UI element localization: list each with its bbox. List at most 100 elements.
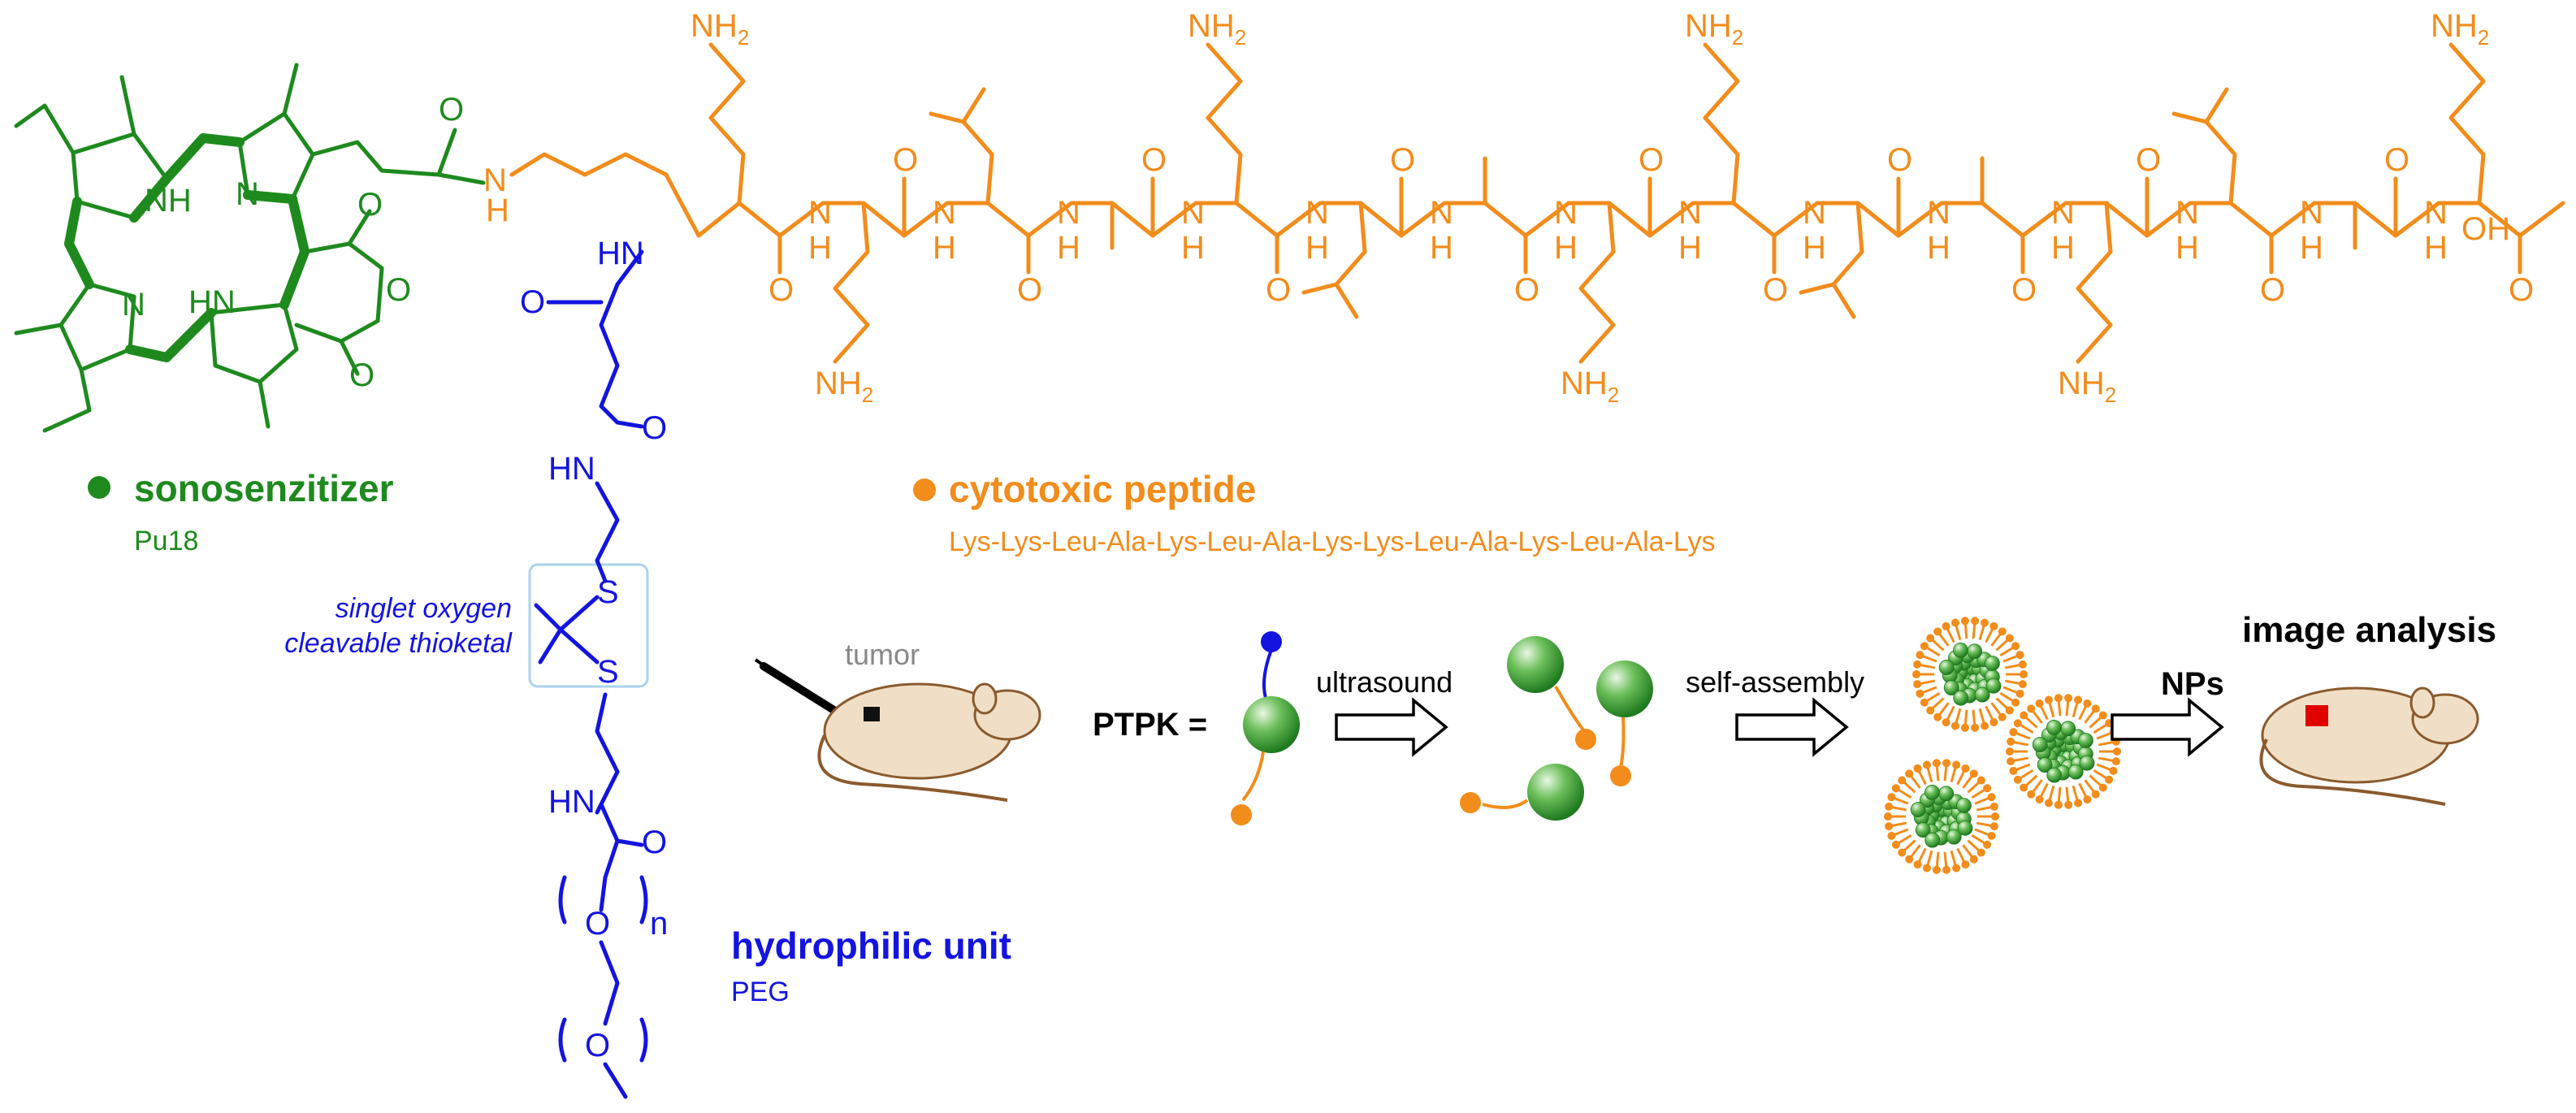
fragment-bead-1 [1575, 729, 1596, 750]
sidechain-lys [708, 42, 746, 206]
corona-bead [1969, 855, 1978, 864]
atom-s-2: S [597, 654, 619, 690]
backbone-h: H [1554, 230, 1578, 266]
corona-strand [2093, 724, 2107, 734]
corona-bead [1952, 760, 1961, 769]
atom-n-ring-b: N [236, 176, 259, 212]
peg-terminal-methyl [603, 1062, 628, 1099]
core-sphere [1938, 660, 1955, 675]
corona-strand [1943, 766, 1948, 782]
corona-strand [2065, 786, 2070, 802]
corona-strand [1995, 697, 2008, 709]
backbone-n: N [2176, 195, 2199, 231]
peg-chain [599, 875, 620, 1026]
peg-bead [1261, 631, 1282, 652]
corona-strand [1926, 691, 1941, 702]
corona-bead [1913, 764, 1922, 773]
core-sphere [2060, 721, 2076, 737]
core-sphere [2067, 764, 2084, 780]
core-sphere [1953, 643, 1968, 658]
backbone-n: N [933, 195, 956, 231]
corona-strand [1946, 705, 1955, 721]
image-analysis-label: image analysis [2242, 610, 2496, 650]
core-sphere [1910, 802, 1926, 817]
corona-bead [2064, 694, 2073, 703]
corona-strand [1950, 767, 1957, 783]
core-sphere [1967, 643, 1983, 660]
carbonyl-top [347, 209, 372, 246]
nanoparticle [1912, 617, 2028, 732]
corona-bead [1961, 860, 1970, 869]
atom-hn-ring-c: HN [188, 284, 236, 320]
corona-strand [1926, 647, 1941, 657]
backbone-h: H [2300, 230, 2323, 266]
corona-bead [1891, 840, 1900, 849]
corona-strand [2084, 779, 2095, 793]
corona-strand [2002, 686, 2018, 694]
corona-strand [2078, 705, 2087, 721]
corona-strand [2072, 702, 2079, 718]
pyrroline-ring-b [237, 111, 315, 201]
corona-strand [1935, 851, 1940, 867]
backbone-h: H [1927, 230, 1950, 266]
corona-bead [1885, 822, 1894, 831]
sonosensitizer-subtitle: Pu18 [134, 526, 198, 556]
core-sphere [1985, 678, 2002, 694]
corona-bead [2020, 670, 2028, 678]
corona-bead [1933, 627, 1942, 636]
corona-bead [1905, 855, 1914, 864]
peptide-bead [1231, 804, 1252, 825]
nps-label: NPs [2161, 666, 2224, 702]
atom-o-peg-2: O [585, 1028, 610, 1063]
corona-bead [1983, 784, 1992, 793]
corona-bead [1932, 759, 1941, 768]
carbonyl-o: O [2136, 142, 2161, 178]
corona-strand [1967, 782, 1980, 794]
methyl-a [119, 75, 136, 136]
tumor-signal [2305, 705, 2328, 726]
corona-strand [1894, 828, 1909, 836]
tumor-label: tumor [845, 638, 920, 671]
arrow-nps [2111, 697, 2224, 757]
peg-amide [599, 802, 644, 880]
corona-strand [1974, 797, 1989, 805]
corona-bead [1920, 698, 1929, 707]
corona-strand [1976, 806, 1992, 812]
corona-strand [1978, 625, 1985, 641]
corona-bead [2020, 783, 2028, 792]
corona-bead [1926, 706, 1935, 715]
corona-strand [1918, 847, 1927, 863]
sonosensitizer-bullet [88, 476, 110, 499]
carbonyl-o: O [1763, 272, 1788, 308]
carbonyl-o: O [2384, 142, 2409, 178]
corona-strand [1903, 782, 1916, 794]
ptpk-label: PTPK = [1093, 707, 1207, 743]
corona-bead [1932, 865, 1941, 874]
core-sphere [1956, 798, 1972, 813]
corona-bead [1922, 760, 1931, 769]
corona-bead [2007, 737, 2015, 746]
corona-bead [1991, 812, 1999, 821]
corona-strand [1999, 691, 2014, 702]
backbone-h: H [2424, 230, 2448, 266]
corona-bead [2098, 711, 2107, 720]
corona-bead [2054, 694, 2063, 703]
corona-bead [1913, 860, 1922, 869]
corona-strand [2048, 785, 2055, 801]
corona-strand [1972, 624, 1976, 639]
corona-strand [2032, 710, 2043, 724]
propanoate-chain [310, 140, 441, 177]
corona-bead [2111, 757, 2120, 766]
corona-strand [2002, 655, 2018, 663]
corona-bead [2015, 689, 2024, 698]
corona-strand [1920, 664, 1936, 669]
corona-strand [2048, 702, 2055, 718]
corona-bead [2035, 795, 2044, 804]
corona-strand [1972, 709, 1976, 725]
corona-bead [1983, 840, 1992, 849]
corona-bead [1976, 848, 1985, 857]
corona-bead [2009, 766, 2018, 775]
corona-bead [2109, 766, 2118, 775]
carbonyl-o: O [1639, 142, 1664, 178]
